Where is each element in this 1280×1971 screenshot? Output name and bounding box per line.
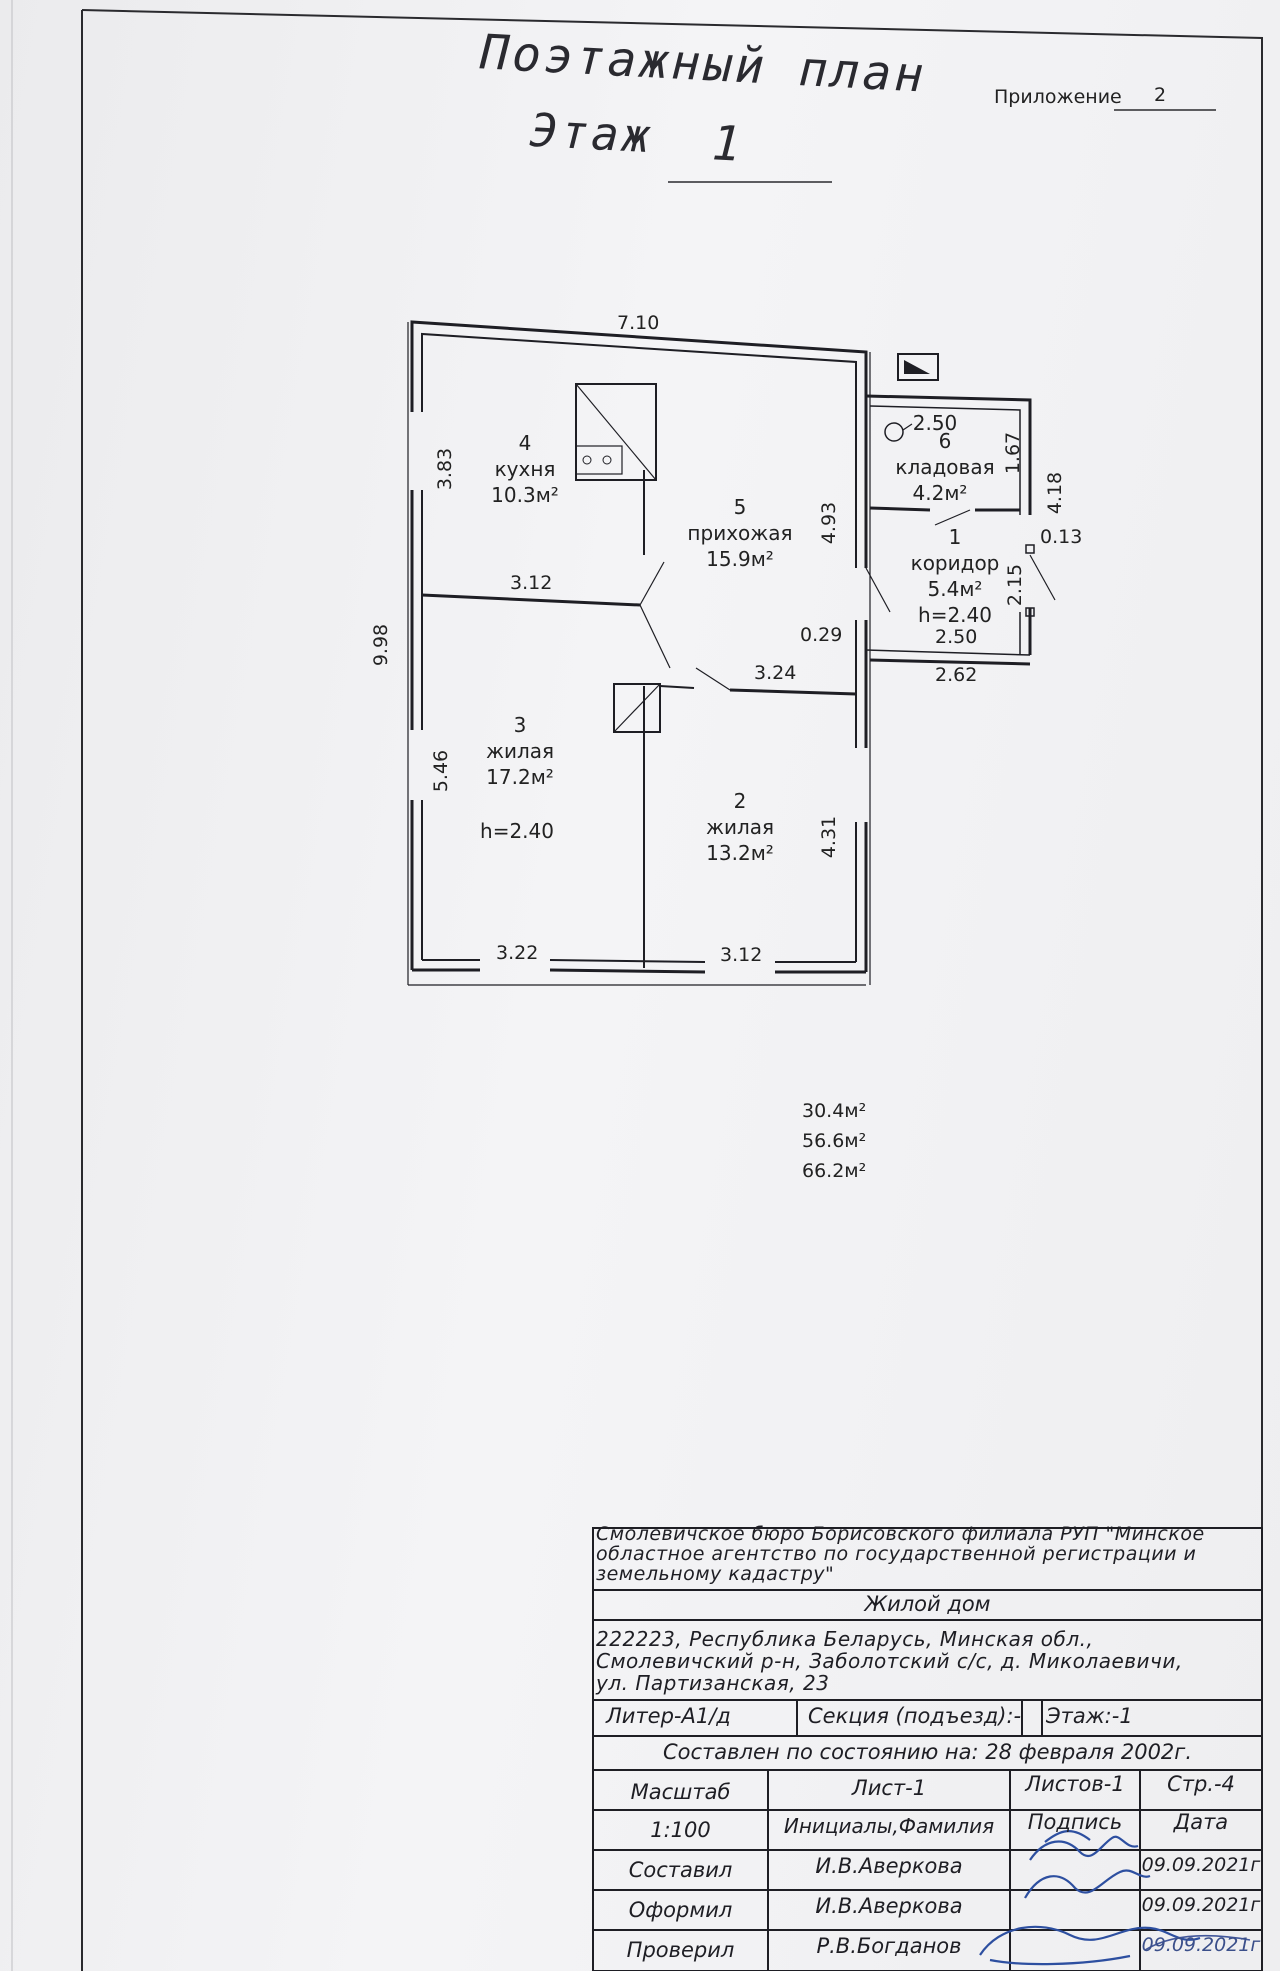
stamp-row-date: 09.09.2021г [1141, 1854, 1261, 1876]
room-name: жилая [705, 815, 775, 839]
stamp-address-line2: Смолевичский р-н, Заболотский с/с, д. Ми… [596, 1649, 1183, 1673]
room-2-living: 2 жилая 13.2м² [680, 788, 800, 866]
floor-label: Этаж [528, 102, 655, 164]
room-dim: 2.50 [912, 411, 958, 435]
stamp-organization: Смолевичское бюро Борисовского филиала Р… [596, 1524, 1205, 1584]
dim-corridor-bottom-in: 2.50 [935, 626, 978, 648]
stamp-row-date: 09.09.2021г [1141, 1934, 1261, 1956]
room-name: прихожая [687, 521, 793, 545]
handwritten-signatures [979, 1830, 1251, 1966]
dim-bottom-right: 3.12 [720, 944, 763, 966]
dim-kitchen-bottom: 3.12 [510, 572, 553, 594]
room-area: 10.3м² [491, 483, 559, 507]
dim-storage-right: 1.67 [1002, 431, 1025, 475]
room-height: h=2.40 [480, 819, 554, 843]
room-name: коридор [910, 551, 1000, 575]
dim-annex-thickness: 0.13 [1040, 526, 1083, 548]
room-area: 5.4м² [927, 577, 983, 601]
dim-annex-right: 4.18 [1044, 471, 1067, 515]
room-area: 4.2м² [912, 481, 968, 505]
dim-hall-right: 4.93 [818, 501, 841, 545]
stamp-col-date: Дата [1173, 1810, 1229, 1834]
stamp-col-initials: Инициалы,Фамилия [783, 1814, 995, 1838]
dim-living3-left: 5.46 [430, 749, 453, 793]
stamp-liter: Литер-А1/д [606, 1704, 731, 1728]
dim-corridor-bottom-out: 2.62 [935, 664, 978, 686]
stamp-row-name: И.В.Аверкова [815, 1894, 963, 1918]
room-number: 2 [733, 789, 747, 813]
stamp-address-line1: 222223, Республика Беларусь, Минская обл… [596, 1627, 1094, 1651]
stamp-compiled-state: Составлен по состоянию на: 28 февраля 20… [663, 1740, 1192, 1764]
stamp-sheet: Лист-1 [851, 1776, 927, 1800]
total-living-area: 30.4м² [802, 1100, 867, 1122]
total-useful-area: 56.6м² [802, 1130, 867, 1152]
stamp-page: Стр.-4 [1167, 1772, 1235, 1796]
appendix-label: Приложение [994, 86, 1122, 108]
stamp-scale-label: Масштаб [630, 1780, 731, 1804]
dim-corridor-right: 2.15 [1004, 563, 1027, 607]
stamp-row-role: Проверил [626, 1938, 735, 1962]
room-number: 4 [518, 431, 532, 455]
room-3-living: 3 жилая 17.2м² h=2.40 [460, 712, 580, 844]
room-number: 3 [513, 713, 527, 737]
stamp-org-line2: областное агентство по государственной р… [596, 1543, 1197, 1565]
stamp-sheets: Листов-1 [1025, 1772, 1125, 1796]
room-4-kitchen: 4 кухня 10.3м² [470, 430, 580, 508]
dim-wall-gap: 0.29 [800, 624, 843, 646]
stamp-row-role: Оформил [628, 1898, 733, 1922]
room-1-corridor: 1 коридор 5.4м² h=2.40 [890, 524, 1020, 628]
stamp-address-line3: ул. Партизанская, 23 [596, 1671, 830, 1695]
room-number: 1 [948, 525, 962, 549]
total-area: 66.2м² [802, 1160, 867, 1182]
dim-top: 7.10 [617, 312, 660, 334]
room-number: 5 [733, 495, 747, 519]
stamp-floor: Этаж:-1 [1046, 1704, 1133, 1728]
stamp-section: Секция (подъезд):- [808, 1704, 1022, 1728]
dim-hall-partition: 3.24 [754, 662, 797, 684]
floor-value: 1 [710, 115, 743, 173]
room-name: кухня [494, 457, 556, 481]
room-6-storage: 2.50 6 кладовая 4.2м² [880, 410, 1010, 506]
dim-living2-right: 4.31 [818, 815, 841, 859]
dim-kitchen-left: 3.83 [434, 447, 457, 491]
stamp-row-name: И.В.Аверкова [815, 1854, 963, 1878]
room-area: 15.9м² [706, 547, 774, 571]
dim-bottom-left: 3.22 [496, 942, 539, 964]
stamp-col-signature: Подпись [1027, 1810, 1123, 1834]
stamp-object: Жилой дом [864, 1592, 991, 1616]
room-5-hall: 5 прихожая 15.9м² [670, 494, 810, 572]
stamp-org-line1: Смолевичское бюро Борисовского филиала Р… [596, 1523, 1205, 1545]
stamp-scale-value: 1:100 [650, 1818, 711, 1842]
dim-left-total: 9.98 [370, 623, 393, 667]
stamp-row-name: Р.В.Богданов [816, 1934, 962, 1958]
stamp-address: 222223, Республика Беларусь, Минская обл… [596, 1628, 1183, 1694]
stamp-org-line3: земельному кадастру" [596, 1563, 835, 1585]
stamp-row-role: Составил [628, 1858, 733, 1882]
room-area: 13.2м² [706, 841, 774, 865]
totals: 30.4м² 56.6м² 66.2м² [802, 1096, 866, 1186]
room-height: h=2.40 [918, 603, 992, 627]
stamp-row-date: 09.09.2021г [1141, 1894, 1261, 1916]
room-name: кладовая [895, 455, 995, 479]
room-number: 6 [938, 429, 952, 453]
appendix-value: 2 [1154, 84, 1167, 106]
room-name: жилая [485, 739, 555, 763]
room-area: 17.2м² [486, 765, 554, 789]
